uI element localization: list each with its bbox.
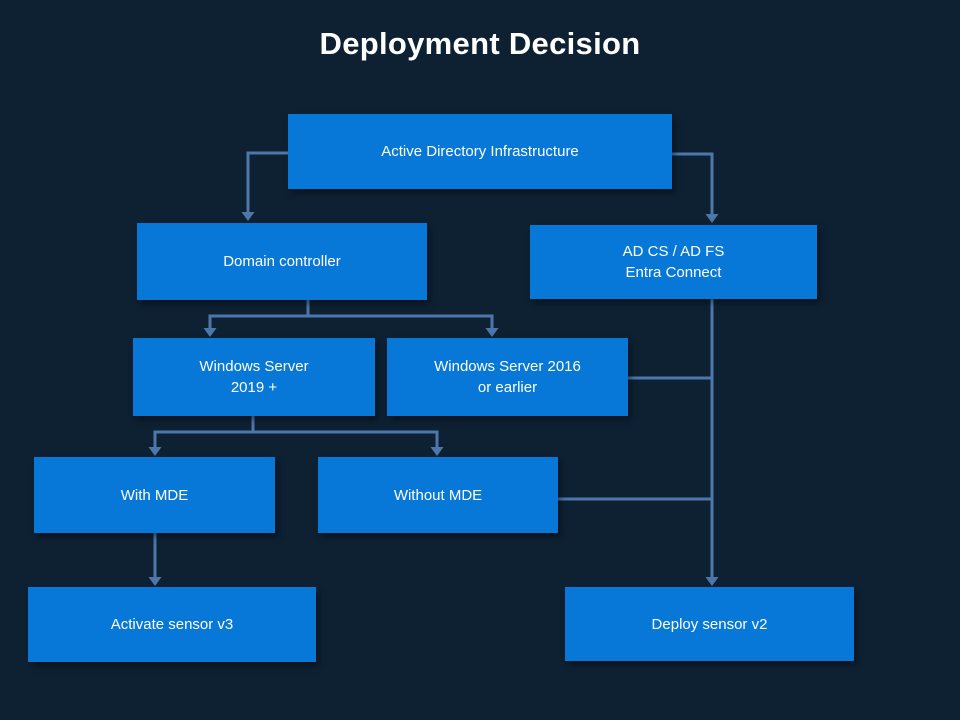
- node-deploy-sensor-v2: Deploy sensor v2: [565, 587, 854, 661]
- node-windows-server-2019-plus: Windows Server 2019 +: [133, 338, 375, 416]
- node-label: Without MDE: [393, 486, 483, 504]
- adi-to-domain-controller-arrowhead: [241, 212, 255, 221]
- ws2019-to-without-mde: [253, 430, 439, 447]
- domain-controller-to-ws2019-arrowhead: [203, 328, 217, 337]
- adi-to-ad-cs-arrowhead: [705, 214, 719, 223]
- node-with-mde: With MDE: [34, 457, 275, 533]
- domain-controller-to-ws2016: [308, 314, 494, 328]
- node-domain-controller: Domain controller: [137, 223, 427, 300]
- node-active-directory-infrastructure: Active Directory Infrastructure: [288, 114, 672, 189]
- adi-to-ad-cs: [672, 152, 714, 214]
- ws2019-to-with-mde: [153, 430, 253, 447]
- ws2019-to-without-mde-arrowhead: [430, 447, 444, 456]
- slide-title: Deployment Decision: [319, 26, 641, 61]
- ad-cs-to-deploy-sensor-arrowhead: [705, 577, 719, 586]
- node-label: AD CS / AD FS Entra Connect: [622, 243, 725, 281]
- node-activate-sensor-v3: Activate sensor v3: [28, 587, 316, 662]
- node-label: Activate sensor v3: [110, 616, 234, 633]
- with-mde-to-activate-sensor-arrowhead: [148, 577, 162, 586]
- node-label: Active Directory Infrastructure: [381, 143, 579, 160]
- domain-controller-to-ws2016-arrowhead: [485, 328, 499, 337]
- node-label: With MDE: [120, 486, 189, 504]
- node-without-mde: Without MDE: [318, 457, 558, 533]
- ws2019-to-with-mde-arrowhead: [148, 447, 162, 456]
- node-label: Windows Server 2016 or earlier: [434, 358, 581, 396]
- node-windows-server-2016-or-earlier: Windows Server 2016 or earlier: [387, 338, 628, 416]
- node-ad-cs-ad-fs-entra-connect: AD CS / AD FS Entra Connect: [530, 225, 817, 299]
- node-label: Domain controller: [223, 253, 341, 270]
- domain-controller-to-ws2019: [208, 314, 308, 328]
- adi-to-domain-controller: [246, 151, 288, 212]
- node-label: Windows Server 2019 +: [199, 358, 309, 396]
- node-label: Deploy sensor v2: [651, 615, 768, 633]
